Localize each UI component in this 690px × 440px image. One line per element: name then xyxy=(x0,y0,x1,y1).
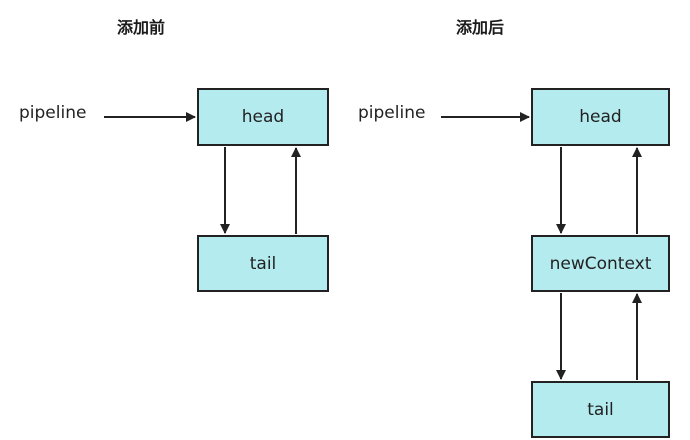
before-title: 添加前 xyxy=(117,18,166,37)
before-pipeline-label: pipeline xyxy=(19,103,87,123)
before-head-node: head xyxy=(197,88,329,146)
after-tail-node: tail xyxy=(531,381,670,438)
before-tail-node: tail xyxy=(197,235,329,292)
after-pipeline-label: pipeline xyxy=(358,103,426,123)
after-title: 添加后 xyxy=(456,18,505,37)
after-newcontext-node: newContext xyxy=(531,235,670,292)
after-head-node: head xyxy=(531,88,670,146)
